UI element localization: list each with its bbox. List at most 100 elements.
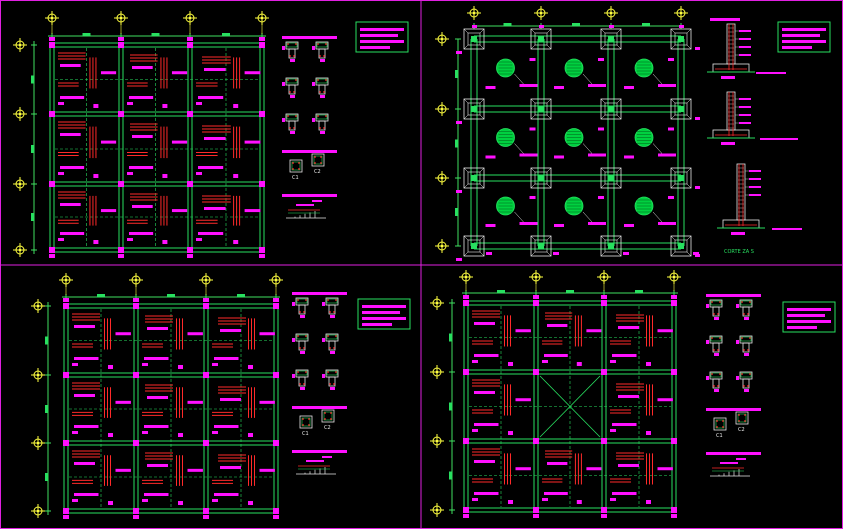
footing-inner bbox=[604, 102, 618, 116]
rebar-dot bbox=[743, 349, 745, 351]
label-tag bbox=[601, 295, 607, 299]
grid-bubble-center bbox=[36, 304, 40, 308]
column-node bbox=[671, 438, 677, 444]
grid-bubble-center bbox=[18, 248, 22, 252]
pedestal bbox=[608, 175, 614, 181]
label-tag bbox=[544, 492, 568, 495]
label-tag bbox=[93, 104, 99, 108]
label-tag bbox=[744, 317, 749, 320]
dimension-tag bbox=[222, 33, 230, 36]
label-tag bbox=[547, 324, 568, 327]
label-tag bbox=[529, 127, 536, 131]
label-tag bbox=[162, 174, 168, 178]
column-node bbox=[463, 507, 469, 513]
label-tag bbox=[623, 252, 629, 255]
footing-diag bbox=[546, 167, 552, 173]
dimension-tag bbox=[642, 23, 650, 26]
column-node bbox=[49, 42, 55, 48]
column-node bbox=[601, 507, 607, 513]
label-tag bbox=[588, 153, 606, 157]
rebar-dot bbox=[333, 383, 335, 385]
label-tag bbox=[474, 354, 499, 357]
rebar-dot bbox=[749, 337, 751, 339]
label-tag bbox=[248, 501, 253, 505]
label-tag bbox=[695, 254, 700, 257]
footing-inner bbox=[604, 32, 618, 46]
rebar-dot bbox=[719, 373, 721, 375]
column-node bbox=[63, 303, 69, 309]
rebar-dot bbox=[719, 337, 721, 339]
label-tag bbox=[60, 166, 85, 169]
label-tag bbox=[233, 240, 239, 244]
rebar-dot bbox=[297, 299, 299, 301]
footing-diag bbox=[463, 28, 469, 34]
footing-outline bbox=[530, 235, 552, 257]
label-tag bbox=[658, 153, 676, 157]
beam-section-stirrup bbox=[740, 372, 752, 378]
label-tag bbox=[108, 501, 113, 505]
label-tag bbox=[646, 362, 651, 366]
label-tag bbox=[127, 172, 133, 175]
label-tag bbox=[720, 462, 738, 464]
footing-outline bbox=[463, 167, 485, 189]
label-tag bbox=[362, 305, 406, 308]
label-tag bbox=[60, 64, 81, 67]
column-node bbox=[118, 42, 124, 48]
column-node bbox=[273, 303, 279, 309]
column-node bbox=[49, 181, 55, 187]
label-tag bbox=[220, 398, 241, 401]
column-section-outline bbox=[713, 417, 727, 431]
footing-inner bbox=[674, 171, 688, 185]
label-tag bbox=[273, 515, 279, 519]
rebar-dot bbox=[293, 91, 295, 93]
rebar-dot bbox=[298, 168, 300, 170]
label-tag bbox=[533, 295, 539, 299]
grid-bubble-center bbox=[672, 275, 676, 279]
footing-outline bbox=[670, 98, 692, 120]
beam-section-stirrup bbox=[326, 298, 338, 304]
footing-inner bbox=[534, 171, 548, 185]
label-tag bbox=[508, 362, 513, 366]
column-node bbox=[671, 507, 677, 513]
pedestal bbox=[471, 106, 477, 112]
beam-section-stirrup bbox=[740, 300, 752, 306]
label-tag bbox=[695, 186, 700, 189]
footing-inner bbox=[534, 32, 548, 46]
label-tag bbox=[58, 238, 64, 241]
label-tag bbox=[486, 252, 492, 255]
footing-diag bbox=[686, 98, 692, 104]
column-section-outline bbox=[289, 159, 303, 173]
label-tag bbox=[586, 467, 602, 471]
label-tag bbox=[129, 232, 154, 235]
label-tag bbox=[714, 389, 719, 392]
label-tag bbox=[100, 71, 117, 75]
grid-bubble-center bbox=[534, 275, 538, 279]
footing-outline bbox=[670, 235, 692, 257]
rebar-dot bbox=[319, 91, 321, 93]
label-tag bbox=[739, 114, 751, 116]
dimension-tag bbox=[497, 290, 505, 293]
footing-diag bbox=[600, 167, 606, 173]
label-tag bbox=[132, 205, 153, 208]
label-tag bbox=[610, 429, 616, 432]
footing-diag bbox=[546, 28, 552, 34]
label-tag bbox=[624, 86, 634, 89]
dimension-tag bbox=[566, 290, 574, 293]
beam-section-stirrup bbox=[296, 334, 308, 340]
footing-diag bbox=[600, 235, 606, 241]
label-tag bbox=[58, 102, 64, 105]
leader-line bbox=[514, 143, 524, 154]
footing-diag bbox=[616, 114, 622, 120]
beam-section-web bbox=[298, 376, 306, 387]
footing-diag bbox=[686, 28, 692, 34]
footing-diag bbox=[616, 28, 622, 34]
rebar-dot bbox=[314, 156, 316, 158]
label-tag bbox=[162, 240, 168, 244]
grid-bubble-center bbox=[188, 16, 192, 20]
grid-bubble-center bbox=[36, 509, 40, 513]
grid-bubble-center bbox=[609, 11, 613, 15]
label-tag bbox=[187, 400, 203, 404]
rebar-dot bbox=[325, 79, 327, 81]
column-node bbox=[118, 247, 124, 253]
pedestal bbox=[538, 243, 544, 249]
